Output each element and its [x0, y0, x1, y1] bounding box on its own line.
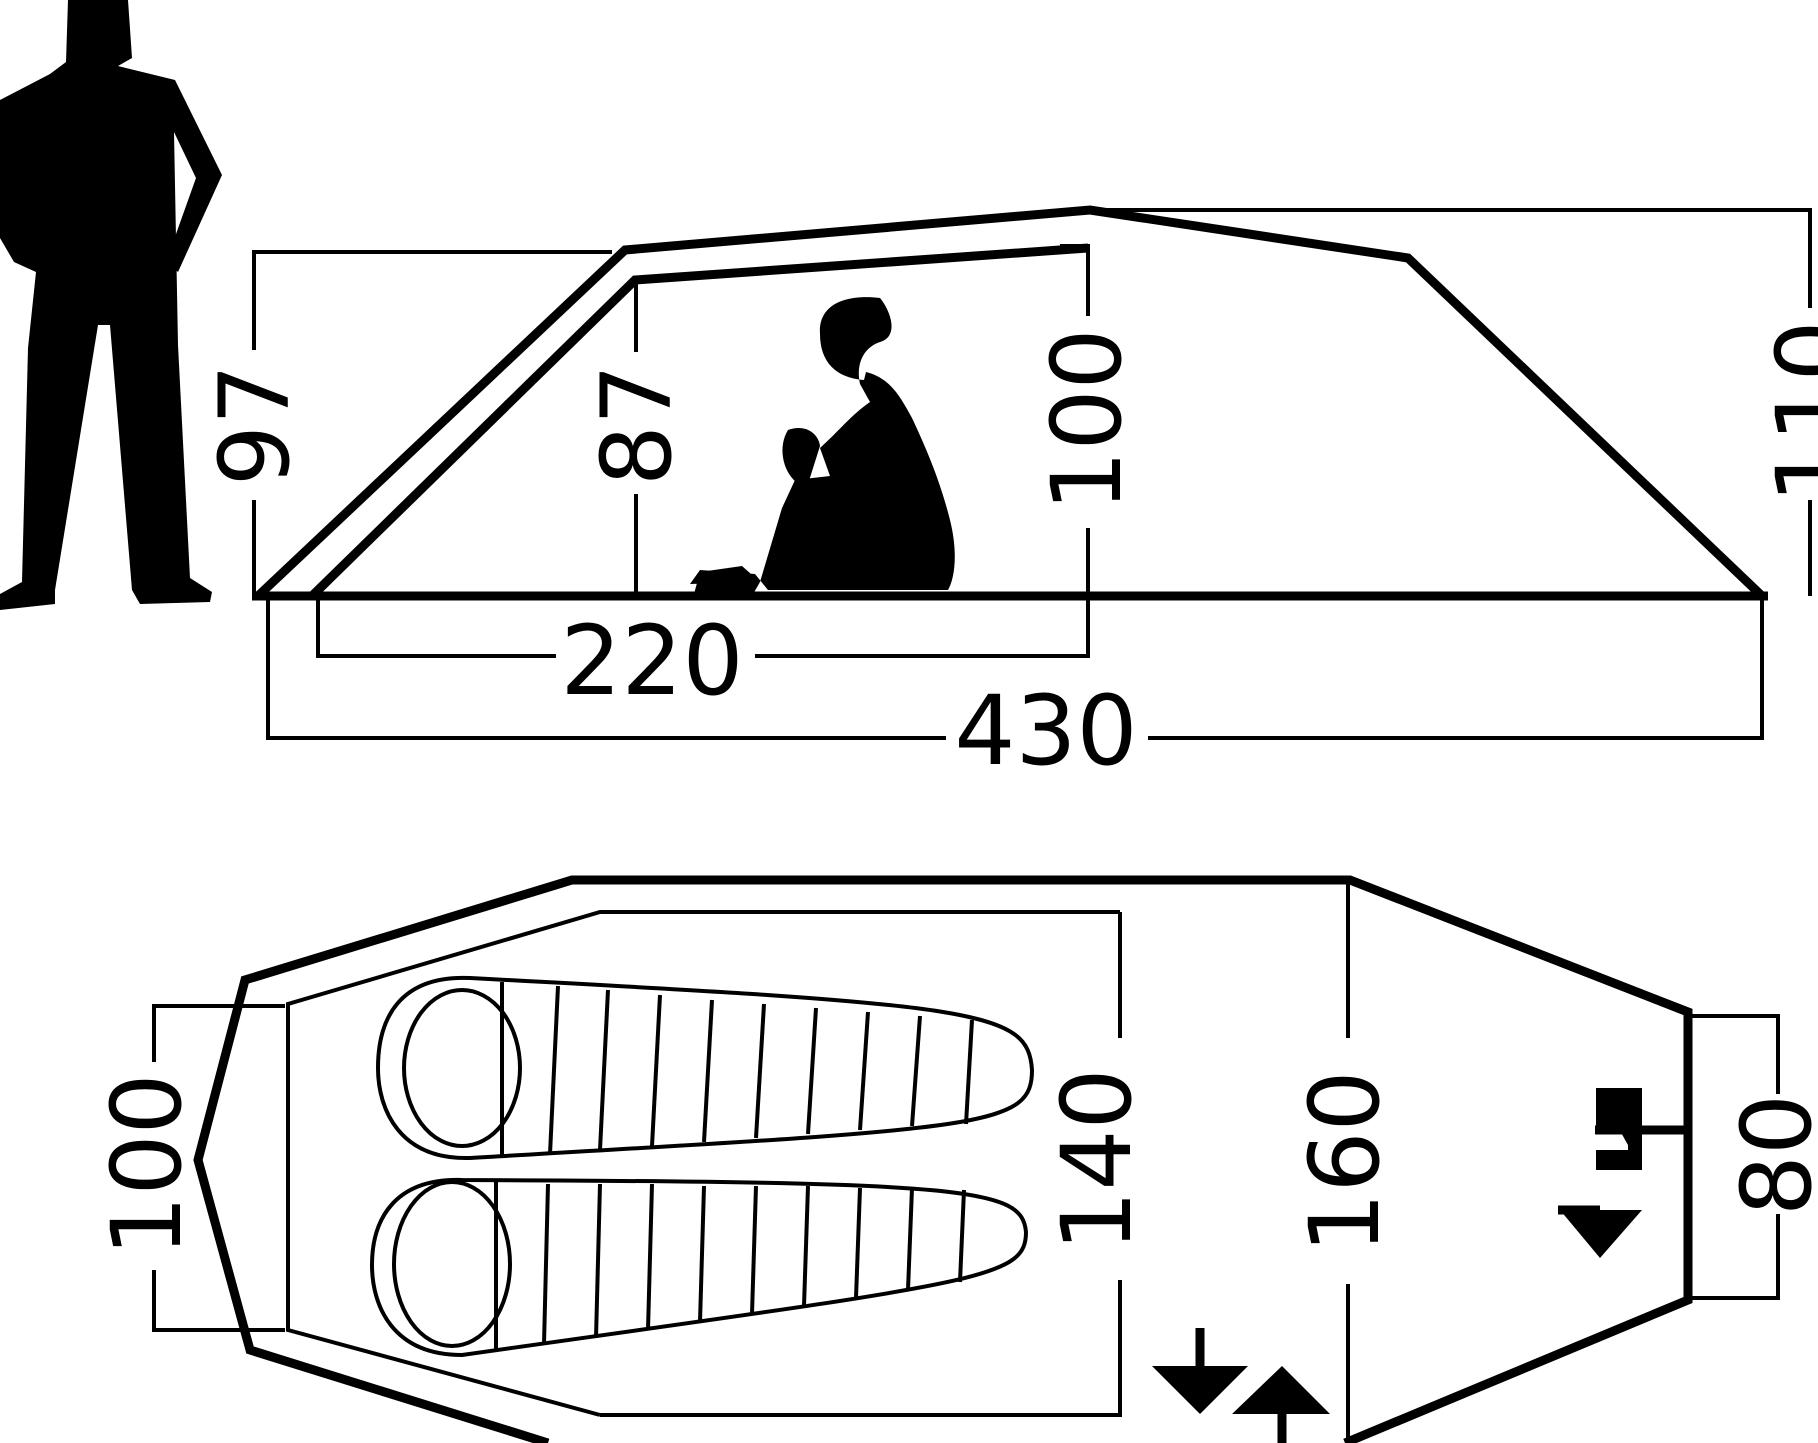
label-height-total: 110	[1756, 320, 1818, 503]
dimension-height-peak: 100	[1031, 244, 1143, 596]
label-height-front: 97	[199, 364, 311, 486]
dimension-total-length: 430	[266, 600, 1764, 787]
standing-person-icon	[0, 0, 222, 610]
dimension-width-inner: 140	[1041, 912, 1153, 1415]
sitting-person-icon	[690, 297, 955, 596]
sleeping-bag-bottom-icon	[369, 1177, 1029, 1358]
dimension-width-rear: 80	[1692, 1014, 1818, 1300]
dimension-width-vestibule: 160	[1289, 884, 1401, 1443]
dimension-height-inner: 87	[581, 282, 693, 596]
inner-tent-outline	[308, 243, 1089, 600]
label-width-rear: 80	[1721, 1094, 1818, 1216]
dimension-height-front: 97	[199, 250, 612, 596]
label-total-length: 430	[954, 675, 1137, 787]
label-inner-length: 220	[560, 605, 743, 717]
label-width-vestibule: 160	[1289, 1070, 1401, 1253]
outer-footprint-outline	[193, 875, 1693, 1443]
entrance-arrows-rear-icon	[1558, 1088, 1688, 1258]
label-width-front: 100	[91, 1073, 203, 1256]
dimension-height-total: 110	[1100, 208, 1818, 596]
outer-tent-outline	[254, 205, 1766, 600]
sleeping-bag-top-icon	[375, 975, 1035, 1161]
side-view: 97 87 100 110 220 43	[0, 0, 1818, 787]
entrance-arrows-side-icon	[1152, 1328, 1330, 1443]
inner-floor-outline	[286, 910, 1120, 1417]
label-height-peak: 100	[1031, 328, 1143, 511]
dimension-width-front: 100	[91, 1004, 285, 1332]
label-width-inner: 140	[1041, 1068, 1153, 1251]
floor-plan: 100 140 160 80	[91, 875, 1818, 1443]
label-height-inner: 87	[581, 364, 693, 486]
dimension-inner-length: 220	[316, 600, 1090, 717]
